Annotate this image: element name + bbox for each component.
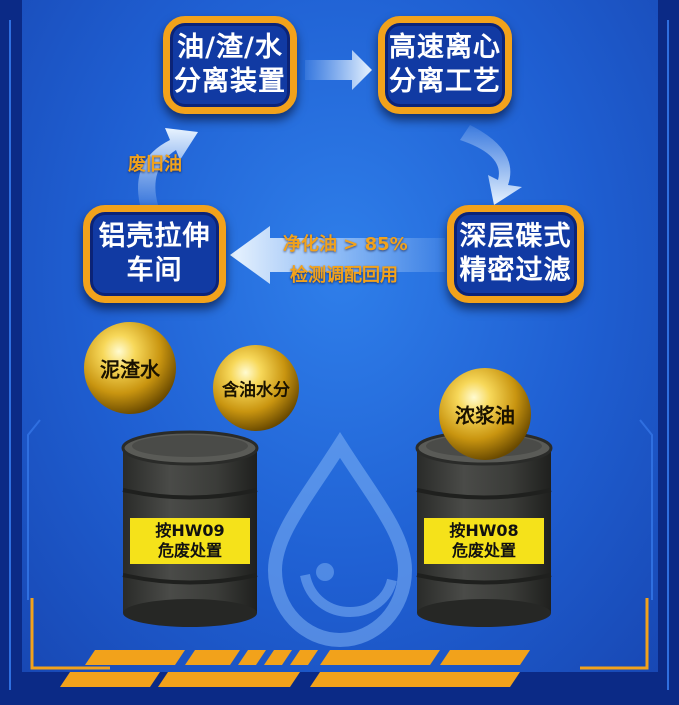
gold-ball-oily-water bbox=[213, 345, 299, 431]
step-centrifuge: 高速离心 分离工艺 bbox=[378, 16, 512, 114]
step-filter-line2: 精密过滤 bbox=[459, 255, 572, 286]
gold-ball-thick-oil bbox=[439, 368, 531, 460]
barrel-left-disposal: 危废处置 bbox=[157, 541, 222, 560]
arrow-up bbox=[138, 128, 198, 205]
barrel-left-code: 按HW09 bbox=[155, 521, 225, 540]
step-workshop: 铝壳拉伸 车间 bbox=[83, 205, 226, 303]
arrow-left bbox=[230, 226, 445, 284]
label-thick-oil: 浓浆油 bbox=[455, 403, 515, 428]
step-separator-line2: 分离装置 bbox=[174, 66, 286, 97]
step-centrifuge-line2: 分离工艺 bbox=[389, 66, 501, 97]
barrel-right-label: 按HW08 危废处置 bbox=[424, 518, 544, 564]
water-drop-icon bbox=[267, 431, 413, 648]
label-waste-oil: 废旧油 bbox=[128, 154, 182, 175]
arrow-down bbox=[460, 125, 522, 205]
step-centrifuge-line1: 高速离心 bbox=[389, 32, 501, 63]
barrel-left-label: 按HW09 危废处置 bbox=[130, 518, 250, 564]
step-separator-line1: 油/渣/水 bbox=[177, 32, 283, 63]
label-purified-line1: 净化油 > 85% bbox=[283, 234, 408, 255]
step-workshop-line1: 铝壳拉伸 bbox=[98, 221, 211, 252]
barrel-right-disposal: 危废处置 bbox=[451, 541, 516, 560]
label-sludge-water: 泥渣水 bbox=[100, 357, 160, 382]
step-filter: 深层碟式 精密过滤 bbox=[447, 205, 584, 303]
frame-lines bbox=[30, 598, 649, 670]
label-purified-line2: 检测调配回用 bbox=[290, 265, 398, 286]
frame-lines-inner bbox=[9, 20, 669, 690]
gold-ball-sludge bbox=[84, 322, 176, 414]
step-separator: 油/渣/水 分离装置 bbox=[163, 16, 297, 114]
arrow-right bbox=[305, 50, 372, 90]
step-workshop-line2: 车间 bbox=[126, 255, 183, 286]
bottom-stripes bbox=[60, 650, 530, 687]
barrel-right-code: 按HW08 bbox=[449, 521, 519, 540]
label-oily-water: 含油水分 bbox=[222, 380, 290, 401]
step-filter-line1: 深层碟式 bbox=[459, 221, 572, 252]
